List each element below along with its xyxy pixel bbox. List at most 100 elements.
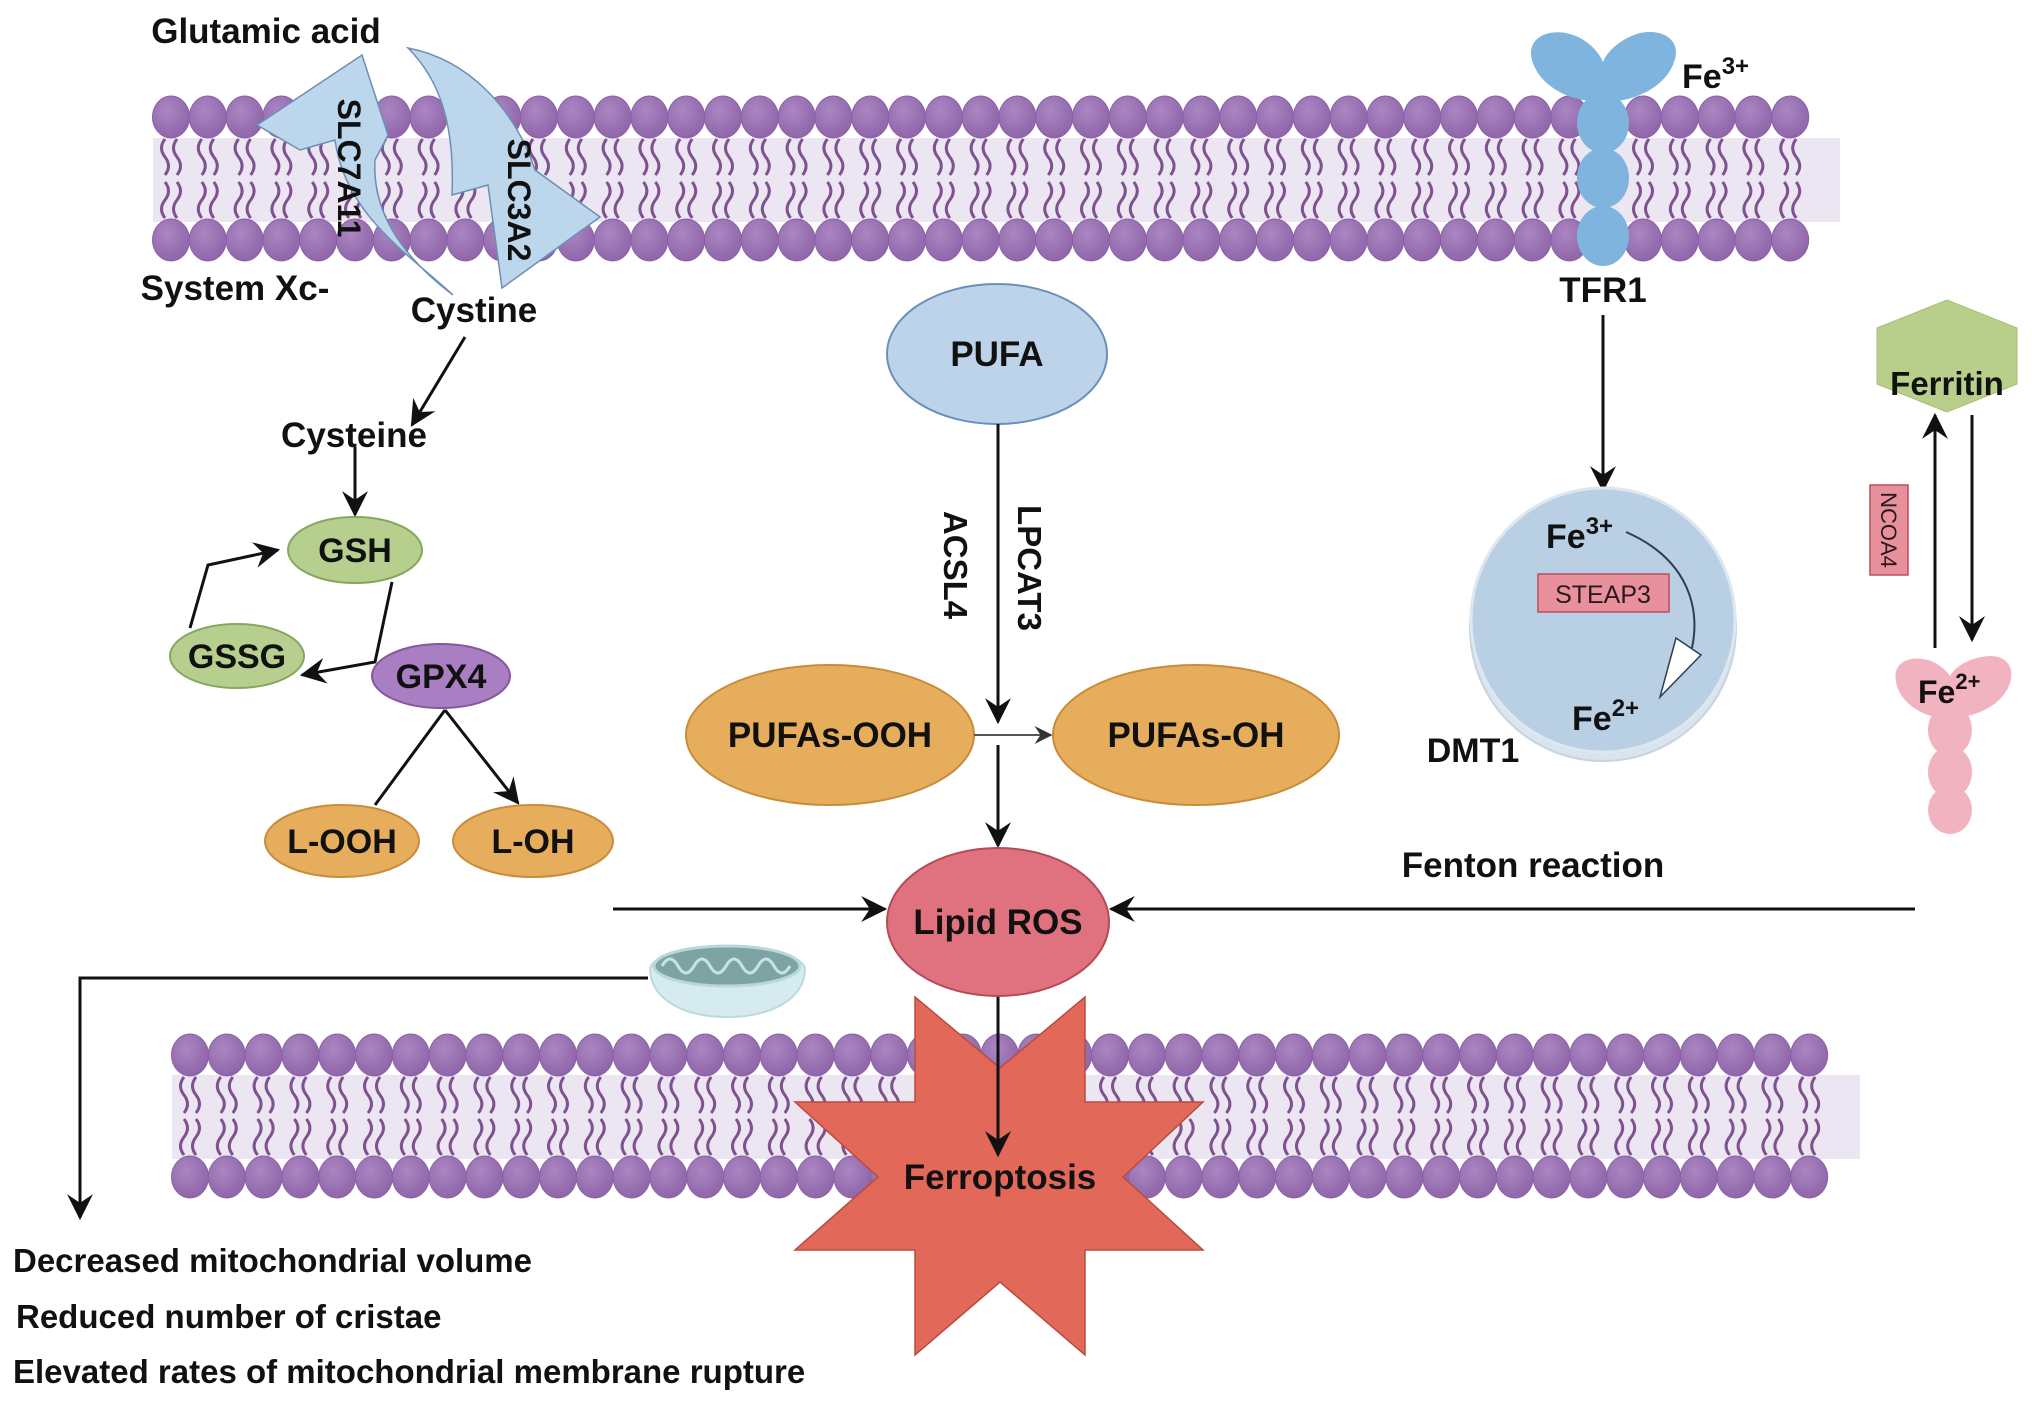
lipid-head-icon	[1476, 95, 1515, 139]
lipid-head-icon	[225, 95, 264, 139]
lipid-tail-icon	[1540, 1076, 1563, 1156]
mitochondria-effects-list: Decreased mitochondrial volume Reduced n…	[13, 1242, 805, 1390]
lipid-tail-icon	[1153, 138, 1176, 219]
lipid-head-icon	[262, 218, 301, 262]
lipid-head-icon	[630, 95, 669, 139]
lipid-tail-icon	[804, 1076, 827, 1156]
lipid-head-icon	[1422, 1033, 1461, 1077]
lipid-tail-icon	[675, 138, 698, 219]
lipid-head-icon	[961, 218, 1000, 262]
lipid-head-icon	[502, 1033, 541, 1077]
cystine-label: Cystine	[411, 291, 537, 330]
lipid-tail-icon	[767, 1076, 790, 1156]
lipid-head-icon	[612, 1155, 651, 1199]
lipid-head-icon	[244, 1033, 283, 1077]
lipid-tail-icon	[712, 138, 734, 219]
ferritin-label: Ferritin	[1890, 365, 2004, 402]
lipid-tail-icon	[859, 138, 882, 219]
lipid-head-icon	[704, 218, 742, 262]
lipid-tail-icon	[399, 1076, 422, 1156]
lipid-head-icon	[1476, 218, 1515, 262]
ncoa4-label: NCOA4	[1876, 492, 1901, 568]
lipid-tail-icon	[1099, 1076, 1121, 1156]
lipid-head-icon	[1292, 218, 1331, 262]
lipid-tail-icon	[601, 138, 624, 219]
lipid-head-icon	[1072, 218, 1110, 262]
lipid-tail-icon	[1227, 138, 1250, 219]
lipid-head-icon	[1219, 218, 1258, 262]
pufas-oh-node: PUFAs-OH	[1052, 664, 1340, 806]
lipid-tail-icon	[1724, 1076, 1747, 1156]
lipid-tail-icon	[1632, 138, 1654, 219]
slc7a11-label: SLC7A11	[331, 99, 367, 238]
lipid-head-icon	[1734, 95, 1773, 139]
lipid-head-icon	[281, 1033, 320, 1077]
l-ooh-node: L-OOH	[264, 804, 420, 878]
lipid-tail-icon	[510, 1076, 533, 1156]
lipid-tail-icon	[1337, 138, 1360, 219]
lipid-tail-icon	[748, 138, 771, 219]
gpx4-node: GPX4	[371, 643, 511, 709]
lipid-head-icon	[704, 95, 742, 139]
lipid-head-icon	[1385, 1155, 1424, 1199]
steap3-label: STEAP3	[1555, 581, 1651, 609]
lipid-head-icon	[446, 218, 485, 262]
lipid-tail-icon	[215, 1076, 238, 1156]
gssg-label: GSSG	[188, 638, 286, 676]
lipid-head-icon	[1201, 1155, 1240, 1199]
lipid-tail-icon	[160, 138, 182, 219]
lipid-head-icon	[207, 1033, 246, 1077]
l-oh-node: L-OH	[452, 804, 614, 878]
slc3a2-arrow-icon	[405, 46, 602, 290]
lipid-head-icon	[465, 1155, 504, 1199]
lipid-tail-icon	[1503, 1076, 1526, 1156]
lipid-tail-icon	[1484, 138, 1507, 219]
gpx4-to-loh-arrow	[443, 709, 520, 805]
lipid-head-icon	[1660, 218, 1699, 262]
lipid-head-icon	[1643, 1155, 1681, 1199]
fenton-reaction-label: Fenton reaction	[1402, 846, 1665, 885]
gpx4-to-looh-line	[373, 709, 447, 806]
lipid-tail-icon	[896, 138, 918, 219]
lipid-head-icon	[152, 218, 190, 262]
lipid-tail-icon	[307, 138, 330, 219]
steap3-box	[1537, 573, 1670, 613]
lipid-tail-icon	[1300, 138, 1323, 219]
lipid-head-icon	[1182, 218, 1221, 262]
lipid-head-icon	[1790, 1155, 1829, 1199]
ferritin-node: Ferritin	[1876, 299, 2018, 413]
lipid-head-icon	[1366, 218, 1405, 262]
lipid-head-icon	[171, 1033, 209, 1077]
lipid-tail-icon	[694, 1076, 717, 1156]
lipid-tail-icon	[657, 1076, 680, 1156]
lipid-head-icon	[1329, 218, 1368, 262]
lipid-tail-icon	[1116, 138, 1139, 219]
lipid-tail-icon	[841, 1076, 864, 1156]
lipid-head-icon	[1679, 1155, 1718, 1199]
lipid-head-icon	[1348, 1155, 1387, 1199]
lipid-head-icon	[244, 1155, 283, 1199]
lipid-tail-icon	[583, 1076, 606, 1156]
lipid-head-icon	[814, 95, 853, 139]
gssg-node: GSSG	[169, 623, 305, 689]
lipid-head-icon	[961, 95, 1000, 139]
lipid-head-icon	[1238, 1033, 1277, 1077]
pufas-ooh-label: PUFAs-OOH	[728, 716, 932, 755]
lipid-tail-icon	[878, 1076, 901, 1156]
lipid-head-icon	[1385, 1033, 1424, 1077]
lipid-tail-icon	[1614, 1076, 1637, 1156]
slc3a2-label: SLC3A2	[501, 139, 537, 262]
lipid-head-icon	[723, 1155, 761, 1199]
dmt1-endosome: STEAP3 Fe3+ Fe2+	[1469, 486, 1737, 762]
acsl4-label: ACSL4	[937, 511, 974, 620]
lipid-head-icon	[409, 218, 448, 262]
lipid-head-icon	[355, 1155, 393, 1199]
lipid-head-icon	[1569, 1033, 1608, 1077]
mitochondria-effects-arrow	[67, 976, 648, 1221]
lipid-head-icon	[520, 95, 558, 139]
lipid-head-icon	[1256, 95, 1294, 139]
lipid-head-icon	[556, 95, 595, 139]
lipid-head-icon	[1495, 1155, 1534, 1199]
lipid-tail-icon	[1080, 138, 1102, 219]
dmt1-label: DMT1	[1427, 732, 1520, 770]
